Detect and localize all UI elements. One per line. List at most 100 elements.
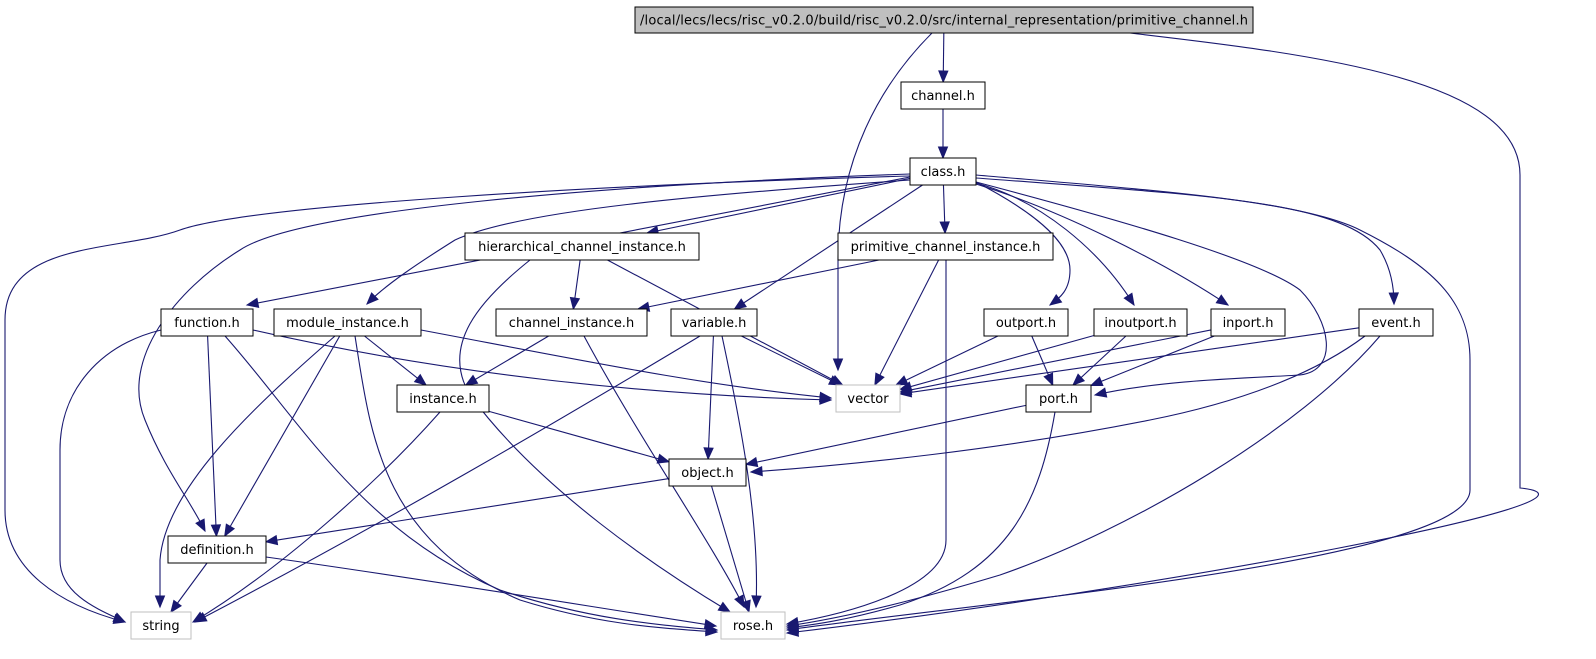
edge-instance-to-object (488, 410, 670, 463)
nodes-layer: /local/lecs/lecs/risc_v0.2.0/build/risc_… (130, 6, 1434, 640)
node-label: event.h (1371, 316, 1420, 331)
edge-object-to-definition-arrowhead (264, 534, 279, 546)
node-channel-instance[interactable]: channel_instance.h (495, 308, 648, 337)
edge-class-to-string (4, 175, 911, 623)
node-label: primitive_channel_instance.h (851, 240, 1041, 255)
edge-function-to-rose (224, 335, 718, 631)
edge-event-to-vector (899, 327, 1360, 395)
edge-inoutport-to-vector (899, 334, 1095, 391)
edge-class-to-inport-arrowhead (1215, 294, 1230, 306)
edge-event-to-vector-arrowhead (898, 387, 913, 398)
node-box (634, 6, 1254, 34)
node-channel[interactable]: channel.h (900, 81, 986, 110)
node-box (835, 384, 901, 413)
edge-module-instance-to-vector (420, 329, 832, 399)
edge-channel-to-class-arrowhead (937, 146, 949, 160)
edge-inoutport-to-port-arrowhead (1072, 373, 1086, 386)
edge-variable-to-string (194, 335, 701, 623)
edge-port-to-object-arrowhead (744, 456, 759, 468)
node-label: /local/lecs/lecs/risc_v0.2.0/build/risc_… (640, 14, 1248, 29)
edge-class-to-function-arrowhead (245, 297, 260, 308)
edge-module-instance-to-instance (364, 335, 427, 386)
edge-definition-to-rose-arrowhead (703, 619, 718, 630)
edge-class-to-definition (138, 173, 911, 532)
node-port[interactable]: port.h (1025, 384, 1092, 413)
node-label: string (142, 619, 179, 634)
edge-variable-to-vector-arrowhead (828, 375, 842, 386)
edge-outport-to-vector-arrowhead (894, 375, 909, 386)
edge-module-instance-to-rose (354, 335, 718, 633)
edge-hci-to-rose-arrowhead (717, 601, 732, 613)
node-definition[interactable]: definition.h (167, 535, 267, 564)
edge-root-to-vector-arrowhead (832, 358, 844, 372)
edge-class-to-event (975, 177, 1395, 305)
edge-class-to-port-arrowhead (1093, 387, 1108, 398)
edge-class-to-variable-arrowhead (733, 298, 747, 310)
node-box (668, 458, 747, 487)
edge-object-to-rose-arrowhead (740, 599, 751, 614)
node-label: variable.h (682, 316, 747, 331)
node-box (396, 384, 490, 413)
edge-channel-instance-to-rose-arrowhead (734, 594, 745, 609)
edge-function-to-vector (252, 329, 832, 401)
node-label: object.h (681, 466, 733, 481)
node-instance[interactable]: instance.h (396, 384, 490, 413)
edge-function-to-definition-arrowhead (210, 524, 222, 538)
edge-variable-to-rose (721, 335, 758, 608)
node-box (273, 308, 422, 337)
node-box (1093, 308, 1188, 337)
edge-port-to-object (745, 404, 1027, 465)
node-box (464, 232, 700, 261)
node-label: hierarchical_channel_instance.h (478, 240, 686, 255)
node-outport[interactable]: outport.h (983, 308, 1069, 337)
node-label: outport.h (996, 316, 1056, 331)
edge-pci-to-vector-arrowhead (874, 372, 885, 387)
node-box (1210, 308, 1286, 337)
edge-module-instance-to-string-arrowhead (154, 595, 166, 609)
edge-class-to-definition-arrowhead (195, 518, 206, 533)
node-pci[interactable]: primitive_channel_instance.h (837, 232, 1054, 261)
edge-variable-to-object (707, 335, 714, 460)
edge-inport-to-port (1090, 335, 1215, 386)
node-function[interactable]: function.h (160, 308, 254, 337)
edge-class-to-hci (646, 177, 911, 234)
node-event[interactable]: event.h (1358, 308, 1434, 337)
edge-variable-to-vector (741, 335, 841, 386)
node-inport[interactable]: inport.h (1210, 308, 1286, 337)
edge-pci-to-channel-instance (637, 259, 880, 310)
edge-channel-instance-to-instance (465, 335, 549, 386)
node-rose[interactable]: rose.h (720, 611, 786, 640)
node-root[interactable]: /local/lecs/lecs/risc_v0.2.0/build/risc_… (634, 6, 1254, 34)
edge-module-instance-to-definition-arrowhead (224, 523, 236, 538)
node-inoutport[interactable]: inoutport.h (1093, 308, 1188, 337)
node-hci[interactable]: hierarchical_channel_instance.h (464, 232, 700, 261)
node-box (160, 308, 254, 337)
node-box (1025, 384, 1092, 413)
edge-hci-to-channel-instance-arrowhead (569, 296, 581, 311)
edge-module-instance-to-vector-arrowhead (819, 391, 833, 403)
edge-event-to-object (750, 335, 1366, 473)
node-string[interactable]: string (130, 611, 192, 640)
edge-pci-to-rose (786, 260, 947, 625)
edge-module-instance-to-definition (224, 335, 341, 537)
node-variable[interactable]: variable.h (670, 308, 758, 337)
edge-object-to-definition (265, 478, 670, 543)
node-vector[interactable]: vector (835, 384, 901, 413)
node-box (1358, 308, 1434, 337)
node-box (983, 308, 1069, 337)
node-label: class.h (921, 165, 966, 180)
edges-layer (4, 32, 1539, 637)
node-module-instance[interactable]: module_instance.h (273, 308, 422, 337)
edge-class-to-event-arrowhead (1388, 292, 1399, 306)
node-label: inoutport.h (1104, 316, 1176, 331)
edge-function-to-string (59, 329, 162, 623)
node-class[interactable]: class.h (909, 157, 977, 186)
edge-class-to-port (975, 181, 1327, 396)
edge-port-to-rose (786, 411, 1056, 629)
node-label: inport.h (1223, 316, 1274, 331)
edge-root-to-rose (786, 32, 1539, 634)
edge-class-to-inoutport-arrowhead (1123, 292, 1135, 307)
node-object[interactable]: object.h (668, 458, 747, 487)
edge-channel-instance-to-instance-arrowhead (464, 374, 479, 386)
edge-instance-to-string (192, 411, 441, 623)
